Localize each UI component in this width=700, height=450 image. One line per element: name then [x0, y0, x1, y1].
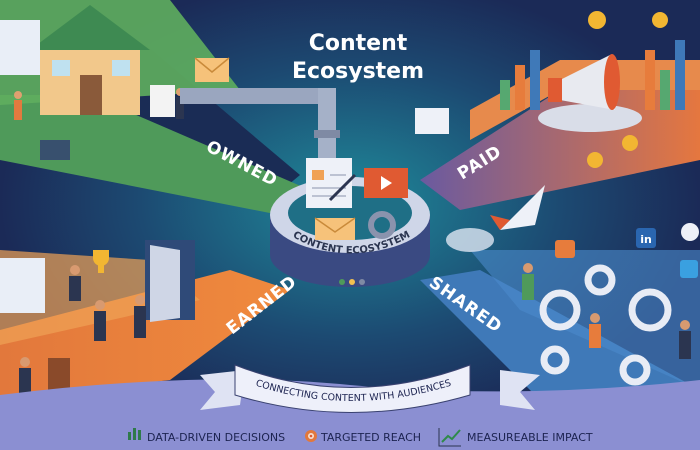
video-player-icon [364, 168, 408, 198]
trophy-icon [93, 250, 109, 273]
trend-up-icon [438, 428, 461, 447]
desk-icon [40, 140, 70, 160]
ribbon-banner: CONNECTING CONTENT WITH AUDIENCES [200, 364, 540, 413]
rocket-icon [446, 185, 545, 252]
earned-channel: EARNED [0, 240, 301, 400]
content-hub: CONTENT ECOSYSTEM [270, 158, 430, 287]
gear-icon [368, 211, 396, 239]
document-icon [306, 158, 352, 208]
analytics-card-icon [415, 108, 449, 134]
footer-label: TARGETED REACH [320, 431, 421, 444]
envelope-icon [194, 57, 230, 82]
owned-channel: OWNED [0, 0, 310, 215]
footer-item-data-driven: DATA-DRIVEN DECISIONS [128, 428, 285, 444]
footer-label: MEASUREABLE IMPACT [467, 431, 593, 444]
target-icon [305, 430, 317, 442]
megaphone-icon [538, 54, 642, 132]
linkedin-text: in [640, 233, 652, 246]
title-line-1: Content [309, 31, 408, 56]
share-icon [681, 223, 699, 241]
shared-channel: SHARED in [420, 185, 700, 420]
presentation-board-icon [0, 258, 45, 313]
twitter-icon [680, 260, 698, 278]
coin-icon [587, 11, 668, 168]
social-icons: in [555, 223, 699, 278]
footer-item-measurable-impact: MEASUREABLE IMPACT [438, 428, 593, 447]
pipe-icon [180, 88, 340, 158]
web-page-icon [0, 20, 40, 75]
bar-chart-icon [128, 428, 141, 440]
people-icons [19, 265, 146, 393]
footer-label: DATA-DRIVEN DECISIONS [147, 431, 285, 444]
door-icon [145, 240, 195, 322]
house-icon [30, 5, 150, 115]
pen-icon [328, 173, 357, 202]
footer-item-targeted-reach: TARGETED REACH [305, 430, 421, 444]
chat-icon [555, 240, 575, 258]
document-icon [150, 85, 175, 117]
envelope-icon [314, 217, 356, 240]
footer-background [0, 379, 700, 450]
person-icon [14, 91, 22, 99]
title-line-2: Ecosystem [292, 59, 424, 84]
gear-icons [539, 264, 672, 386]
bar-chart-icon [500, 40, 685, 110]
people-icons [522, 263, 691, 359]
linkedin-icon [636, 228, 656, 248]
